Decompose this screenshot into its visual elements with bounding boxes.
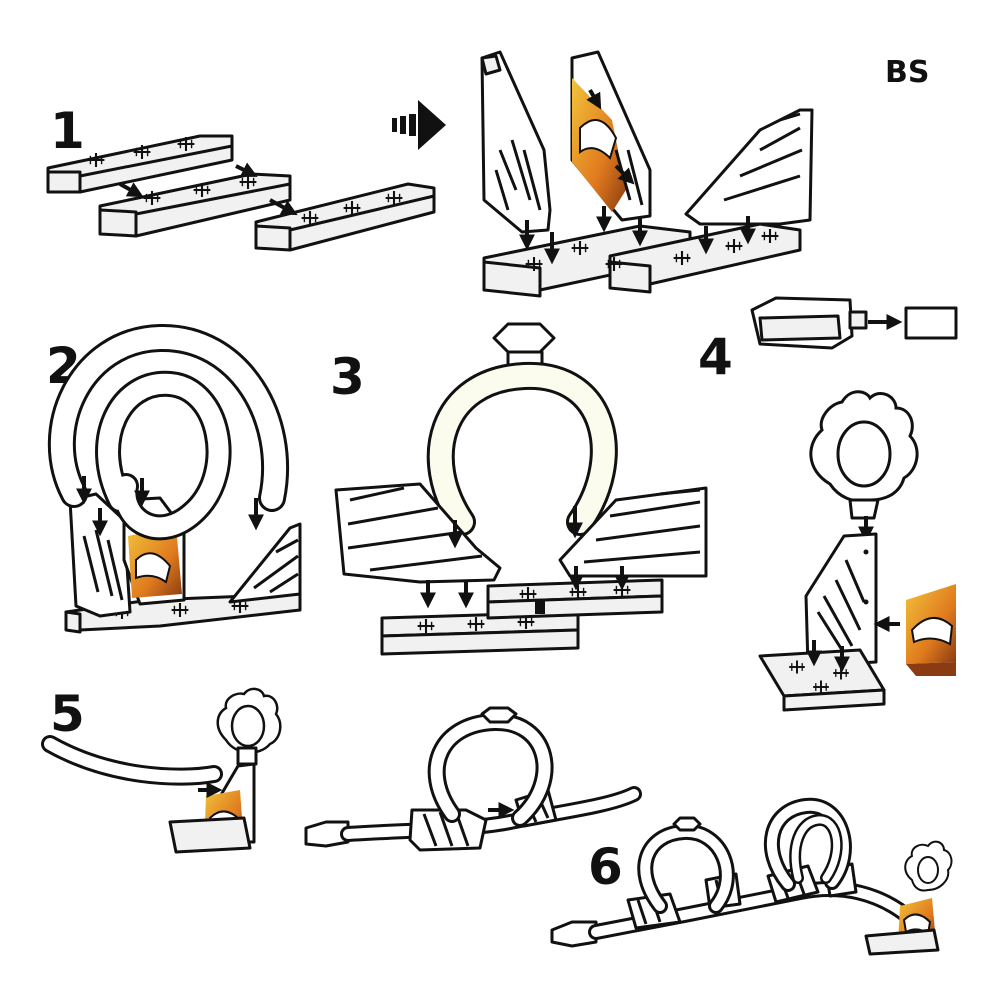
base-plate bbox=[254, 182, 436, 252]
step-6-full-track bbox=[550, 797, 953, 956]
step-2-double-loop bbox=[47, 323, 302, 634]
launcher-icon bbox=[550, 920, 598, 948]
down-arrow-icon bbox=[235, 162, 258, 177]
base-plate bbox=[98, 172, 292, 238]
step-number-3: 3 bbox=[330, 348, 365, 406]
brand-label: BS bbox=[885, 55, 929, 90]
flame-ring-icon bbox=[809, 390, 919, 520]
step-3-single-loop bbox=[334, 322, 708, 656]
assembled-loop-with-launcher bbox=[304, 706, 642, 852]
step-number-4: 4 bbox=[698, 328, 733, 386]
step-1-base-plates bbox=[46, 134, 436, 252]
step-number-5: 5 bbox=[50, 685, 85, 743]
flame-ring-icon bbox=[216, 687, 282, 766]
launcher-icon bbox=[750, 296, 868, 350]
step-number-1: 1 bbox=[50, 102, 85, 160]
flame-ring-icon bbox=[904, 840, 953, 892]
down-arrow-icon bbox=[119, 182, 144, 198]
base-plate bbox=[46, 134, 234, 194]
step-5-track-to-flame bbox=[41, 687, 282, 854]
launcher-icon bbox=[304, 820, 350, 848]
step-number-6: 6 bbox=[588, 838, 623, 896]
step-4-launcher-and-flame bbox=[750, 296, 958, 712]
big-arrow-icon bbox=[392, 100, 446, 150]
step-1-ramps-assembly bbox=[480, 50, 814, 298]
down-arrow-icon bbox=[269, 198, 298, 216]
